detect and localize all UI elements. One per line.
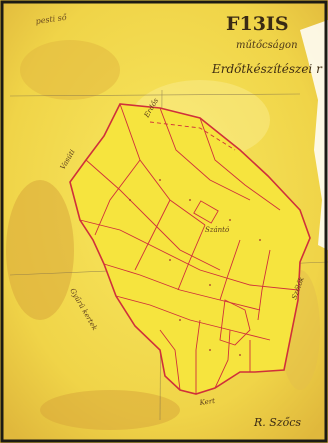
marker-8	[179, 319, 181, 321]
parcel-line-11	[219, 239, 241, 301]
parcel-line-7	[115, 295, 271, 341]
grid-horizontal-1	[9, 93, 301, 97]
parcel-line-3	[199, 117, 281, 211]
parcel-line-10	[177, 224, 206, 291]
parcel-line-4	[85, 159, 221, 271]
parcel-markers	[129, 179, 261, 356]
parcel-building	[193, 200, 219, 224]
parcel-line-dashed	[149, 121, 236, 151]
corner-note: pesti ső	[35, 13, 68, 26]
map-subtitle-line1: műtőcságon	[236, 40, 298, 51]
marker-7	[209, 284, 211, 286]
parcel-line-13	[195, 319, 201, 394]
marker-5	[259, 239, 261, 241]
parcel-line-17	[219, 299, 251, 346]
field-label-center: Szántó	[205, 226, 229, 234]
marker-9	[209, 349, 211, 351]
torn-paper-edge	[300, 20, 328, 250]
stain-bottom	[40, 390, 180, 430]
marker-2	[159, 179, 161, 181]
parcel-line-1	[119, 103, 206, 226]
marker-6	[169, 259, 171, 261]
estate-boundary	[69, 103, 311, 395]
map-title: F13IS	[226, 13, 289, 35]
parcel-line-9	[134, 199, 171, 271]
parcel-line-2	[159, 107, 251, 201]
parcel-lines	[79, 103, 299, 394]
parcel-line-15	[159, 329, 181, 391]
field-label-bottom: Kert	[198, 397, 215, 407]
map-subtitle-line2: Erdőtkészítészei r	[211, 62, 323, 76]
parcel-line-12	[257, 249, 271, 321]
stain-left	[6, 180, 74, 320]
marker-4	[229, 219, 231, 221]
marker-10	[239, 354, 241, 356]
parcel-line-6	[103, 263, 261, 311]
parcel-line-14	[214, 329, 231, 389]
parcel-line-5	[79, 219, 299, 291]
surveyor-signature: R. Szőcs	[253, 416, 301, 429]
marker-1	[129, 199, 131, 201]
marker-3	[189, 199, 191, 201]
stain-top-left	[20, 40, 120, 100]
parcel-line-8	[94, 159, 141, 236]
